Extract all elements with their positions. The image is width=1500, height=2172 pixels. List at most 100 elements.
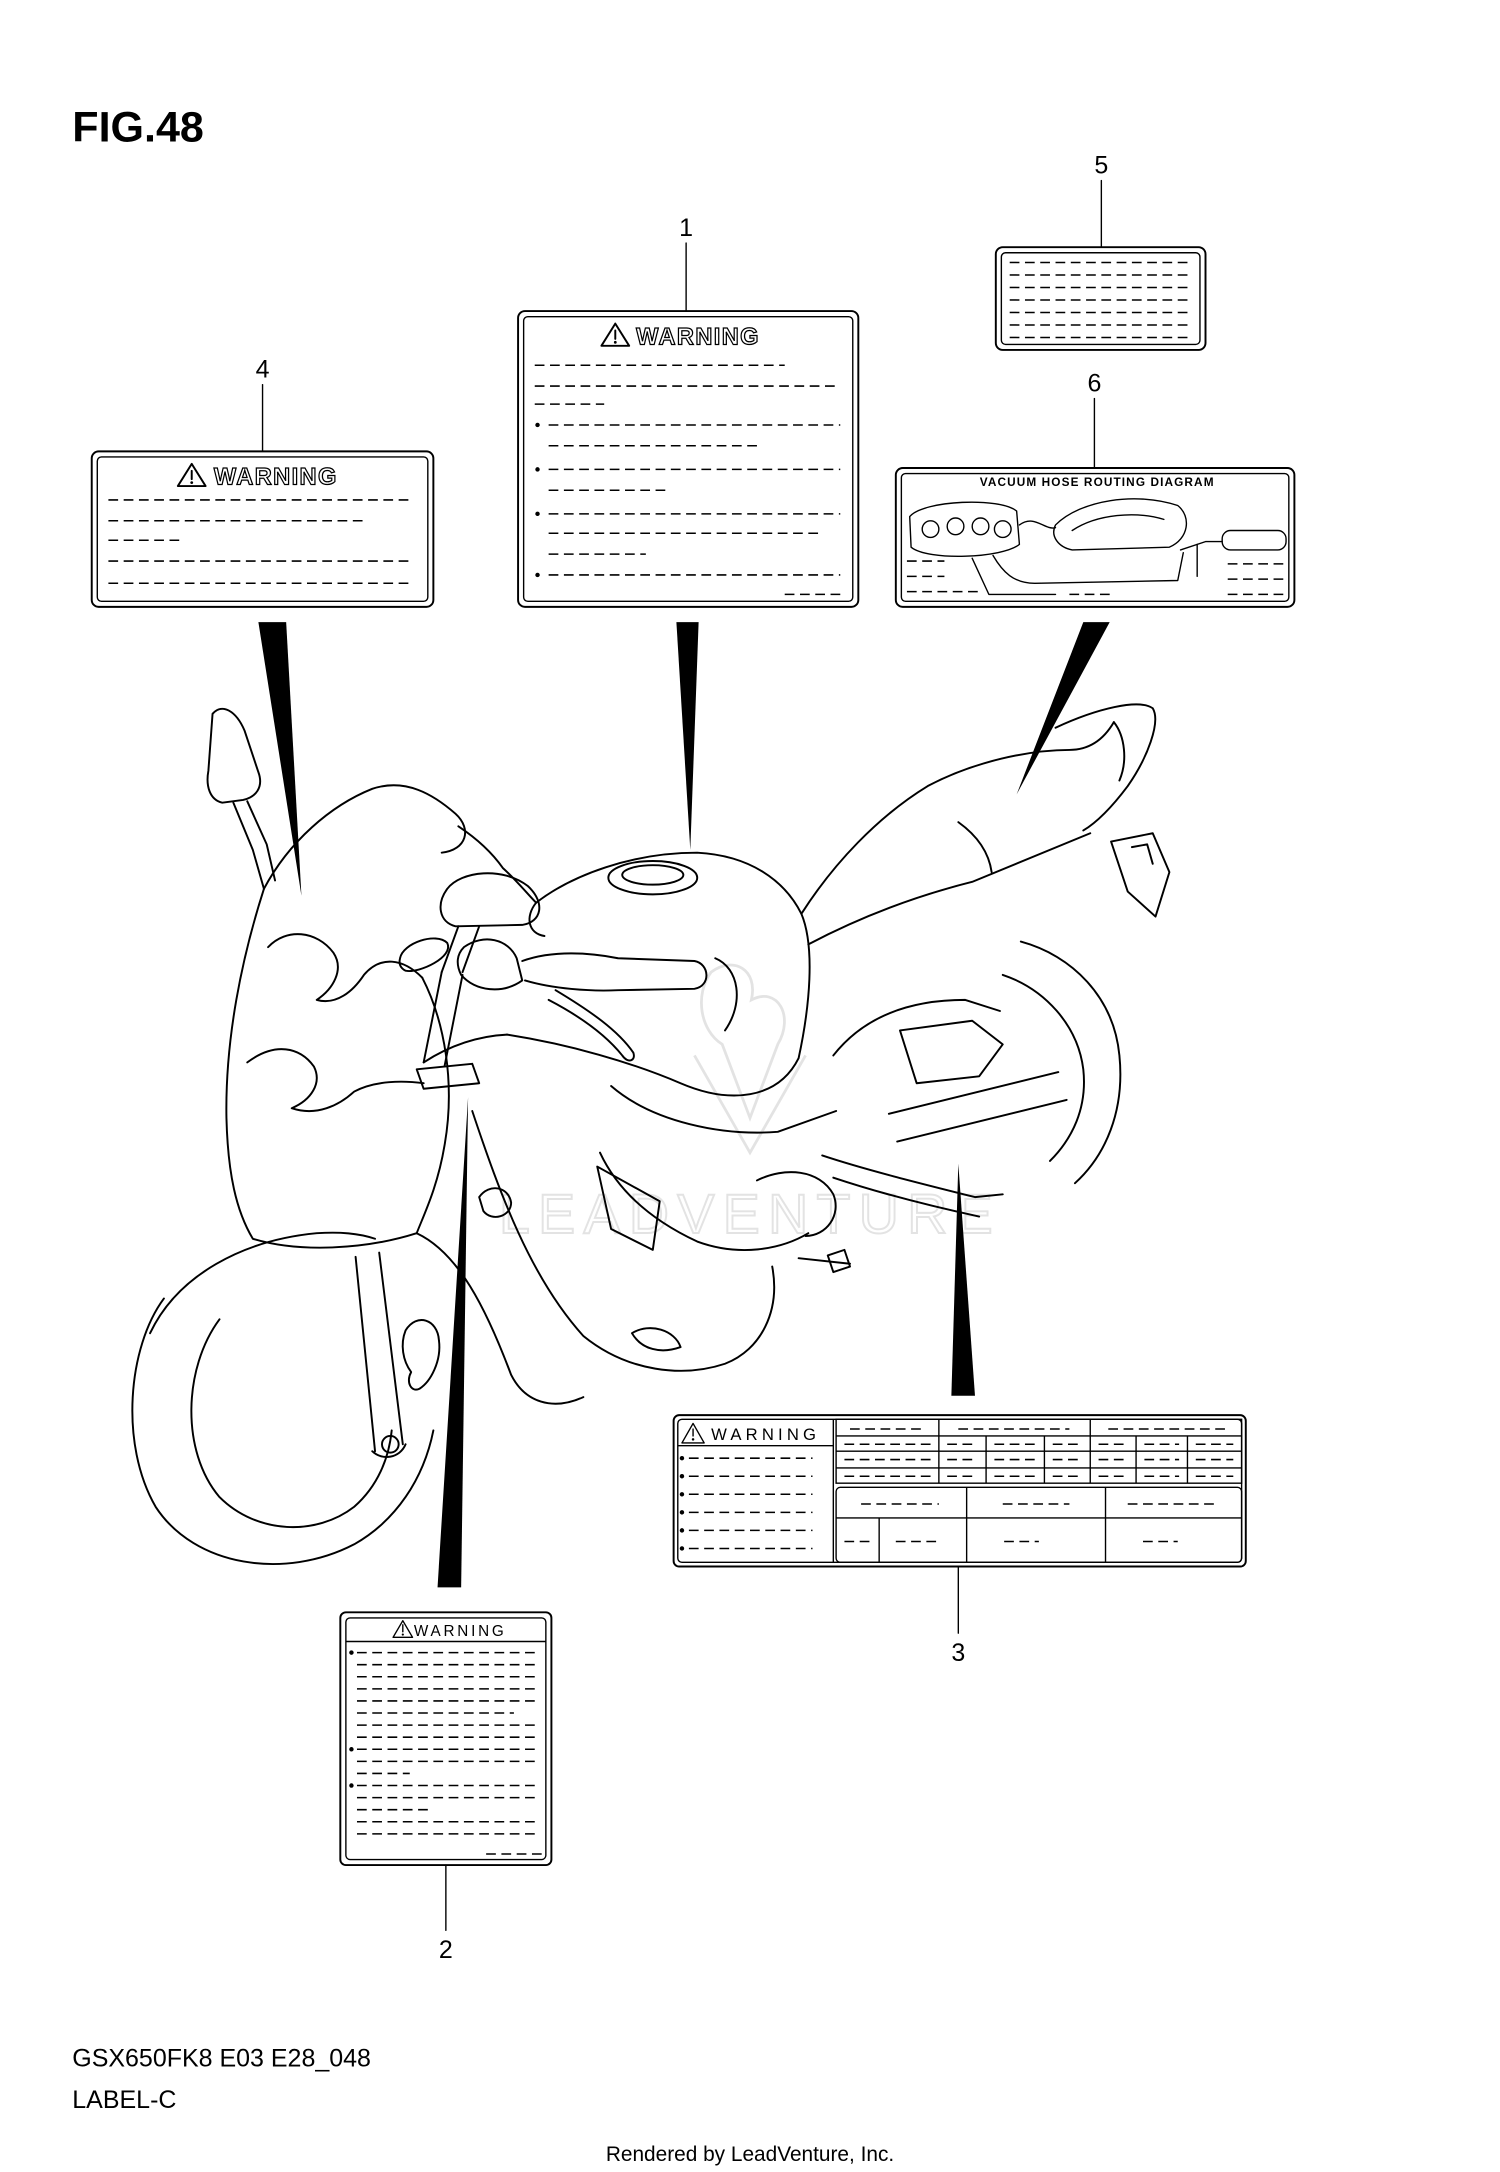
right-handlebar-grip <box>521 952 708 992</box>
fairing-vent <box>478 1187 513 1218</box>
fork-top <box>422 971 464 1068</box>
label-2-text-placeholders <box>349 1650 542 1855</box>
label-border <box>894 467 1296 608</box>
right-mirror-stalk <box>440 925 481 974</box>
pointer-label-4 <box>258 622 302 896</box>
label-inner-border <box>1000 252 1201 346</box>
label-location-panel <box>415 1062 481 1090</box>
right-mirror <box>439 872 541 928</box>
triangle-outline <box>176 462 207 488</box>
callout-numbers: 1 2 3 4 5 6 <box>256 152 1109 1965</box>
vacuum-hose-schematic <box>909 498 1287 596</box>
fuel-cap <box>607 860 699 896</box>
label-2-header: WARNING <box>414 1623 507 1640</box>
label-inner-border <box>900 472 1290 603</box>
label-5-text-placeholders <box>1009 261 1192 339</box>
exclamation-dot <box>691 1438 695 1441</box>
label-3-header: WARNING <box>711 1425 820 1444</box>
bullet-marker <box>535 511 540 517</box>
fuel-cap-inner <box>621 864 685 886</box>
pointer-label-6 <box>1016 622 1110 795</box>
figure-code: GSX650FK8 E03 E28_048 <box>72 2044 371 2072</box>
throttle-body <box>993 520 1012 539</box>
label-border <box>517 310 860 608</box>
headlight-lower <box>246 1048 425 1113</box>
brake-lever <box>547 989 635 1062</box>
label-border <box>672 1414 1247 1568</box>
throttle-body <box>946 517 965 536</box>
hose <box>971 557 1057 596</box>
hose <box>1018 520 1057 529</box>
label-1-warning: WARNING <box>517 310 860 608</box>
watermark-logo-icon <box>693 963 807 1156</box>
throttle-body <box>971 517 990 536</box>
warning-triangle-icon <box>681 1422 705 1444</box>
label-inner-border <box>345 1617 547 1861</box>
spec-table-lower <box>835 1486 1243 1564</box>
warning-triangle-icon <box>600 322 631 347</box>
bullet-marker <box>679 1510 685 1515</box>
exclamation-dot <box>401 1633 404 1636</box>
bullet-marker <box>535 467 540 472</box>
bullet-marker <box>679 1492 685 1497</box>
exclamation-dot <box>190 481 194 484</box>
hose <box>992 552 1184 584</box>
warning-triangle-icon <box>392 1619 414 1639</box>
label-inner-border <box>522 315 854 603</box>
label-pointers <box>258 622 1110 1588</box>
pointer-label-1 <box>676 622 699 850</box>
callout-2[interactable]: 2 <box>439 1936 453 1964</box>
rear-tire <box>1019 940 1122 1185</box>
bullet-marker <box>349 1747 354 1752</box>
pointer-label-3 <box>951 1163 975 1396</box>
callout-leaders <box>261 179 1103 1932</box>
front-fairing <box>225 887 418 1249</box>
table-frame <box>835 1486 1243 1564</box>
lower-cowl-detail <box>596 1165 661 1251</box>
pointer-label-2 <box>437 1097 469 1588</box>
canister <box>1221 529 1287 551</box>
bullet-marker <box>679 1455 685 1461</box>
front-fork <box>354 1251 407 1458</box>
rear-set-bracket <box>899 1019 1004 1085</box>
rendered-by-footer: Rendered by LeadVenture, Inc. <box>606 2143 894 2166</box>
bullet-marker <box>679 1546 685 1551</box>
rear-tail-light <box>1110 832 1171 918</box>
label-4-text-placeholders <box>108 499 410 585</box>
seat-base <box>807 832 1092 946</box>
callout-5[interactable]: 5 <box>1094 152 1108 180</box>
engine-case <box>599 1151 810 1251</box>
fairing-side <box>415 976 450 1235</box>
tail-cowl <box>1054 703 1157 832</box>
bullet-marker <box>349 1783 354 1788</box>
callout-6[interactable]: 6 <box>1087 370 1101 398</box>
windscreen <box>262 784 466 890</box>
callout-1[interactable]: 1 <box>679 214 693 242</box>
radiator-line <box>610 1085 838 1134</box>
label-3-warning: WARNING <box>672 1414 1247 1568</box>
lower-fairing-front <box>415 1232 585 1405</box>
frame-rail <box>832 998 1001 1057</box>
bullet-marker <box>679 1528 685 1533</box>
bullet-marker <box>535 572 540 578</box>
engine-cover <box>755 1171 837 1237</box>
fairing-top-edge <box>422 1033 508 1064</box>
text-placeholders <box>108 261 1284 1855</box>
upper-cowl <box>457 825 538 904</box>
label-2-warning: WARNING <box>339 1611 553 1867</box>
lower-fairing <box>471 1110 776 1372</box>
label-6-header: VACUUM HOSE ROUTING DIAGRAM <box>980 475 1215 489</box>
triangle-outline <box>392 1619 414 1639</box>
airbox-inner <box>1071 514 1165 532</box>
belly-pan-vent <box>630 1327 682 1352</box>
spec-table-upper <box>835 1418 1243 1484</box>
callout-3[interactable]: 3 <box>951 1639 965 1667</box>
brake-caliper <box>401 1319 441 1391</box>
rider-seat <box>800 721 1115 915</box>
motorcycle-illustration <box>131 703 1171 1566</box>
label-4-warning: WARNING <box>90 450 435 608</box>
label-border <box>90 450 435 608</box>
callout-4[interactable]: 4 <box>256 356 270 384</box>
label-5 <box>994 246 1207 351</box>
